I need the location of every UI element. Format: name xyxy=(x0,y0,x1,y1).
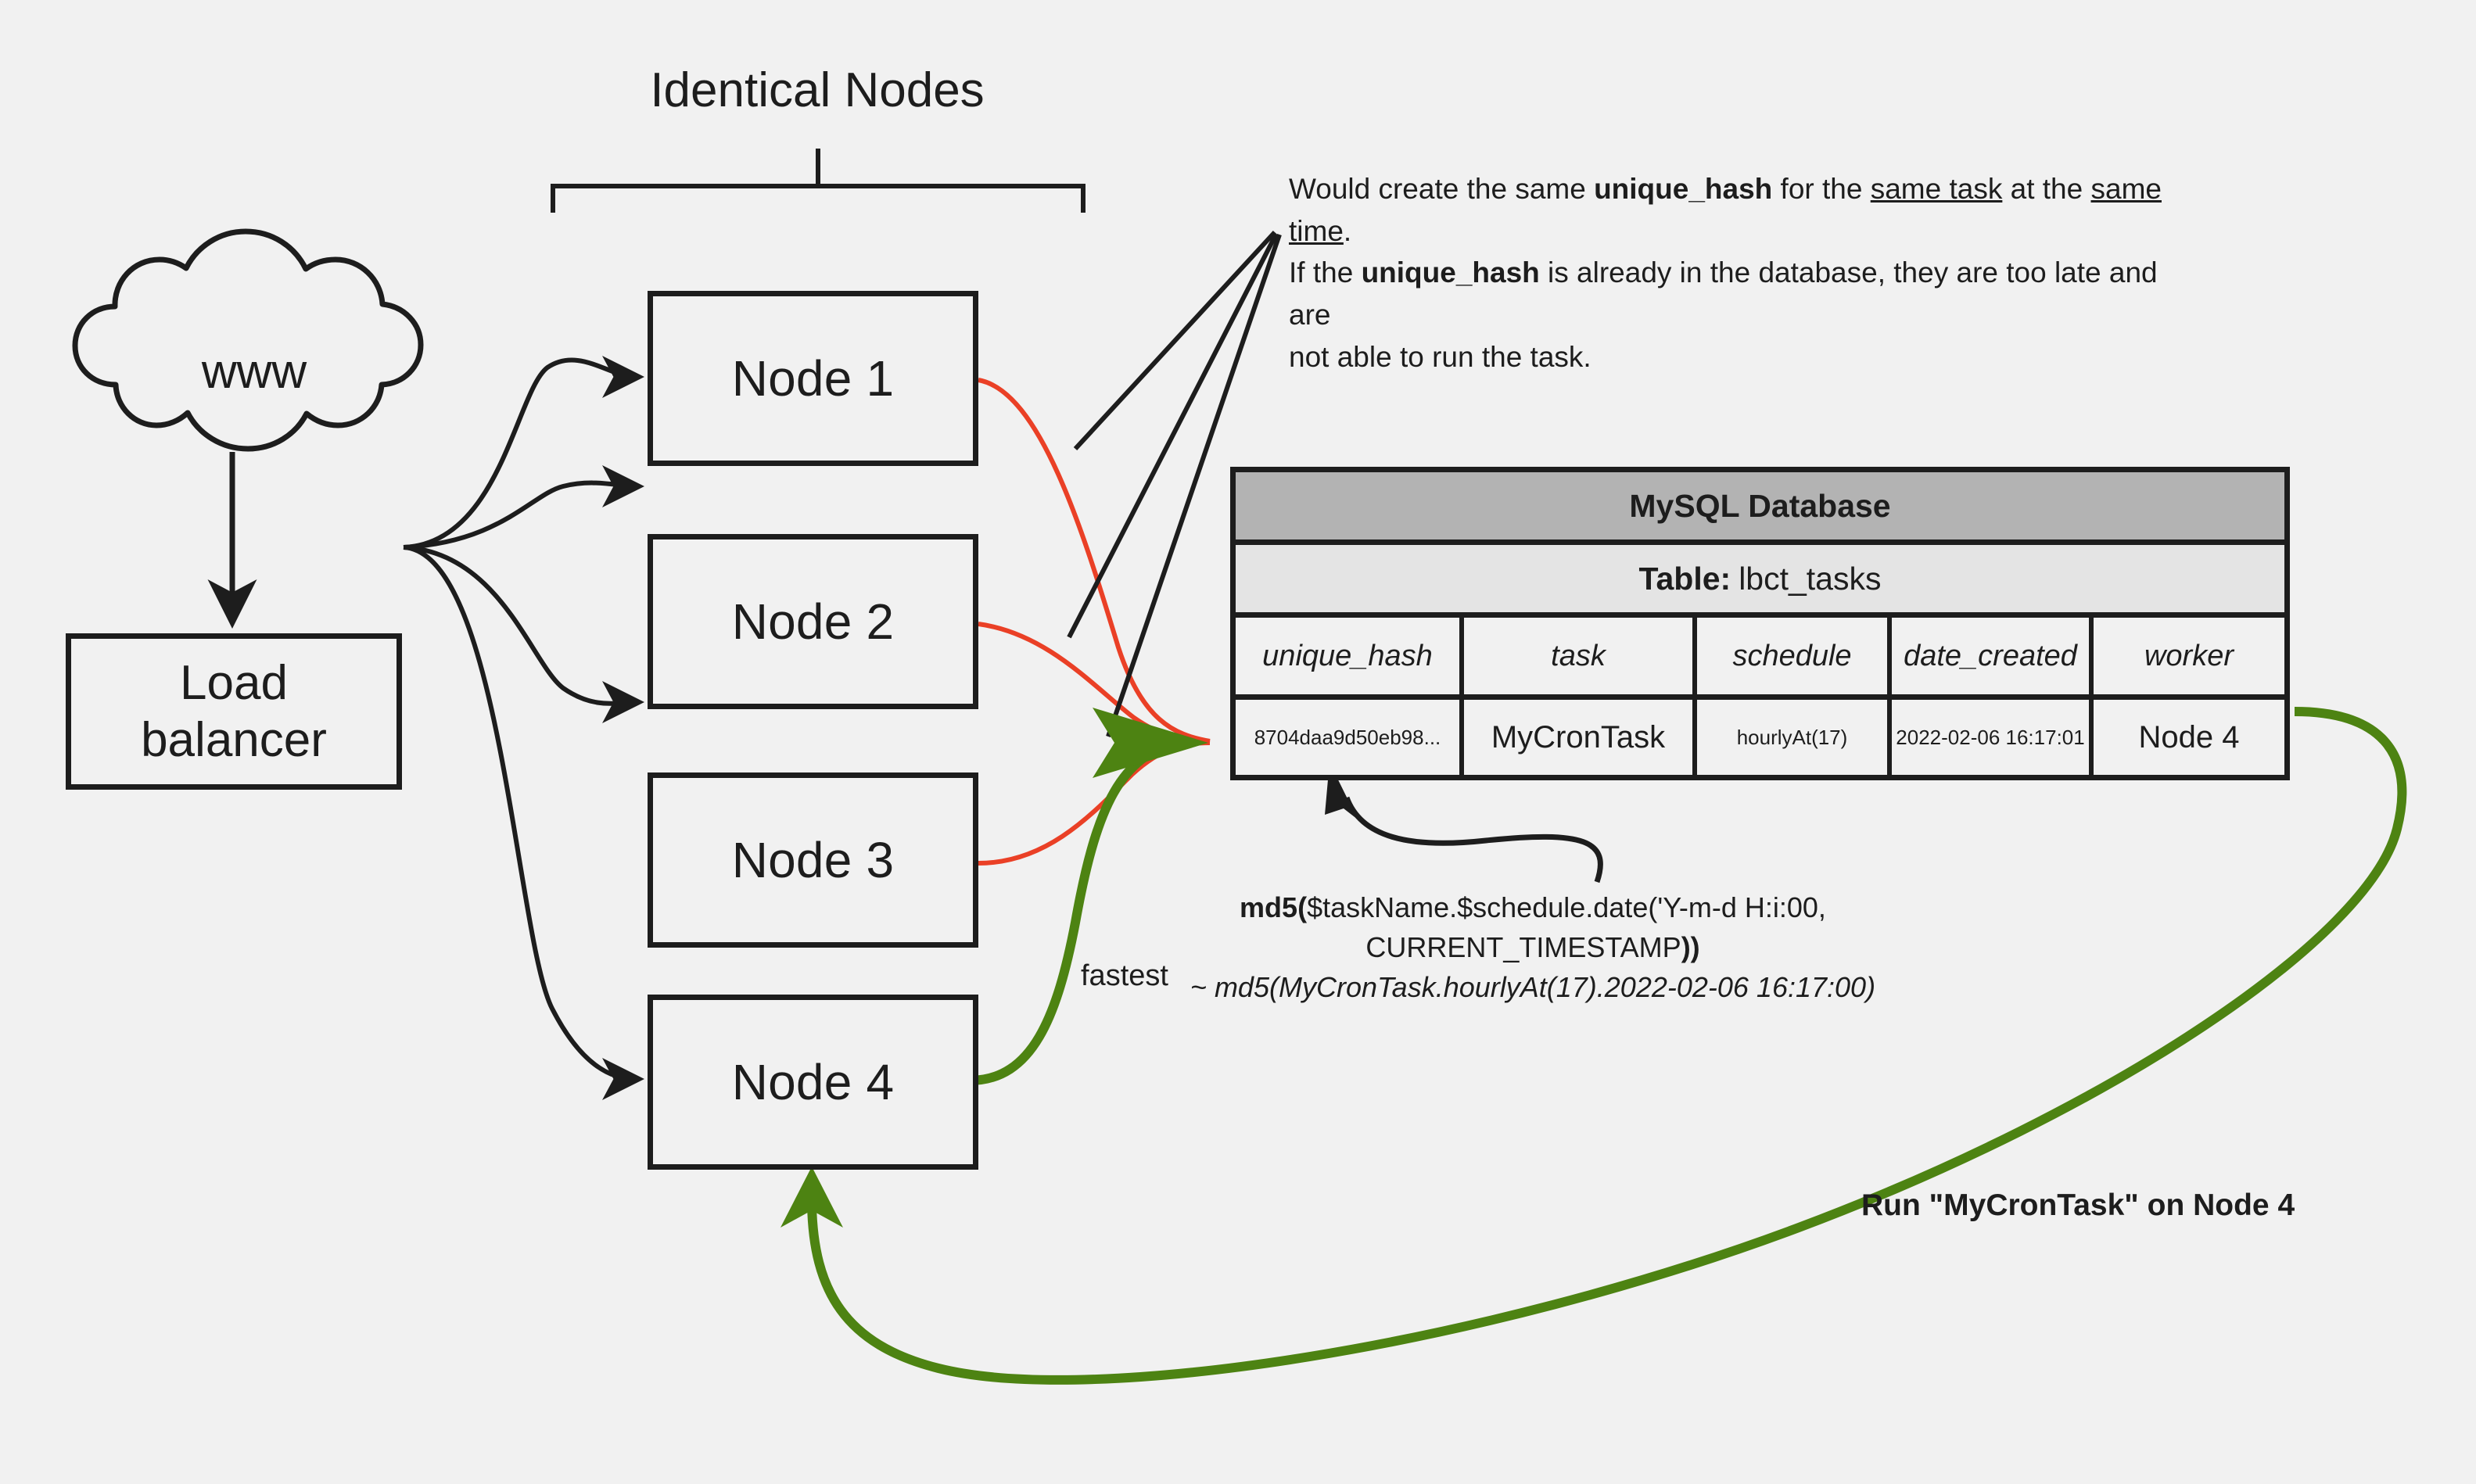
db-cell-unique-hash: 8704daa9d50eb98... xyxy=(1236,700,1464,775)
db-cell-schedule: hourlyAt(17) xyxy=(1697,700,1892,775)
lb-fanout-arrows xyxy=(403,355,644,1100)
md5-to-row-arrow xyxy=(1344,796,1603,884)
md5-formula-body: $taskName.$schedule.date('Y-m-d H:i:00, … xyxy=(1307,891,1826,964)
fastest-label: fastest xyxy=(1081,959,1168,992)
node-box-1[interactable]: Node 1 xyxy=(648,291,978,466)
annotation-line2-a: If the xyxy=(1289,256,1362,289)
db-cell-date-created: 2022-02-06 16:17:01 xyxy=(1892,700,2094,775)
node-box-3[interactable]: Node 3 xyxy=(648,772,978,948)
md5-formula-line2: ~ md5(MyCronTask.hourlyAt(17).2022-02-06… xyxy=(1190,971,1876,1004)
annotation-line3: not able to run the task. xyxy=(1289,340,1591,373)
md5-formula-close: )) xyxy=(1681,931,1700,964)
node-to-db-red-curves xyxy=(978,378,1211,866)
node-box-4[interactable]: Node 4 xyxy=(648,995,978,1170)
annotation-line1-b: for the xyxy=(1772,173,1871,205)
annotation-line1-a: Would create the same xyxy=(1289,173,1595,205)
db-table-key: Table: xyxy=(1638,560,1731,597)
annotation-line1-bold: unique_hash xyxy=(1594,173,1773,205)
load-balancer-label-line2: balancer xyxy=(141,713,327,767)
node-box-2[interactable]: Node 2 xyxy=(648,534,978,709)
cloud-icon xyxy=(72,228,424,452)
load-balancer-label-line1: Load xyxy=(180,655,288,710)
db-table-name-row: Table: lbct_tasks xyxy=(1236,545,2284,618)
identical-nodes-bracket xyxy=(551,149,1085,213)
db-col-schedule: schedule xyxy=(1697,618,1892,694)
annotation-line1-d: . xyxy=(1343,214,1352,247)
mysql-database-table: MySQL Database Table: lbct_tasks unique_… xyxy=(1230,467,2290,780)
db-cell-worker: Node 4 xyxy=(2138,719,2240,755)
annotation-line2-b: is already in the database, they are too… xyxy=(1289,256,2158,331)
db-data-row: 8704daa9d50eb98... MyCronTask hourlyAt(1… xyxy=(1236,700,2284,775)
page-title: Identical Nodes xyxy=(650,63,985,117)
db-title: MySQL Database xyxy=(1236,472,2284,545)
cloud-label: www xyxy=(201,345,307,399)
db-table-name: lbct_tasks xyxy=(1739,560,1882,597)
db-to-node4-return-arrow xyxy=(807,707,2407,1385)
db-col-task: task xyxy=(1464,618,1697,694)
db-cell-task: MyCronTask xyxy=(1464,700,1697,775)
green-arrowhead-node4 xyxy=(780,1167,843,1228)
db-col-unique-hash: unique_hash xyxy=(1236,618,1464,694)
run-task-label: Run "MyCronTask" on Node 4 xyxy=(1861,1188,2295,1222)
green-arrowhead-db xyxy=(1093,708,1208,778)
md5-formula-line1: md5($taskName.$schedule.date('Y-m-d H:i:… xyxy=(1126,887,1940,967)
annotation-line1-c: at the xyxy=(2002,173,2091,205)
db-col-date-created: date_created xyxy=(1892,618,2094,694)
load-balancer-box[interactable]: Load balancer xyxy=(66,633,402,790)
annotation-line1-u1: same task xyxy=(1870,173,2003,205)
md5-formula: md5($taskName.$schedule.date('Y-m-d H:i:… xyxy=(1126,887,1940,1007)
db-header-row: unique_hash task schedule date_created w… xyxy=(1236,618,2284,700)
hash-collision-annotation: Would create the same unique_hash for th… xyxy=(1289,168,2188,378)
annotation-line2-bold: unique_hash xyxy=(1361,256,1540,289)
annotation-line1-u2: same time xyxy=(1289,173,2162,247)
db-col-worker: worker xyxy=(2144,639,2234,672)
md5-formula-open: md5( xyxy=(1240,891,1308,923)
